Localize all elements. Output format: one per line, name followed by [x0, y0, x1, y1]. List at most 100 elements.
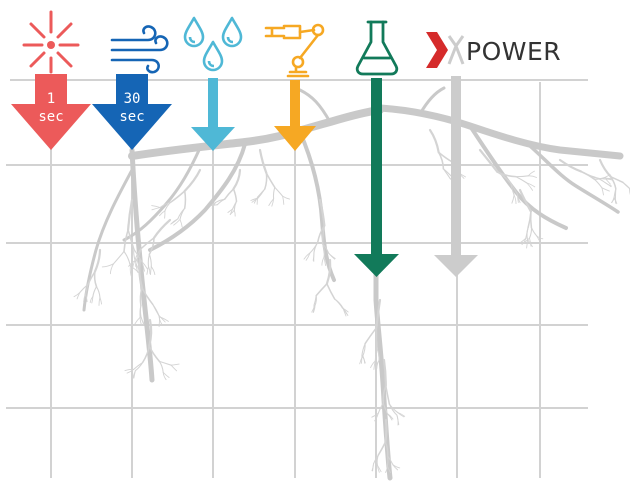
root-hair	[610, 176, 617, 190]
root-hair	[516, 193, 519, 203]
wind-arrow-head	[92, 104, 172, 150]
power-arrow	[434, 76, 478, 277]
water-arrow	[191, 78, 235, 151]
flask-arrow	[354, 78, 399, 277]
root-hair	[376, 464, 382, 473]
root-hair	[361, 355, 366, 364]
root-hair	[162, 371, 167, 381]
root-hair	[396, 414, 400, 425]
root-hair	[371, 463, 374, 472]
root-hair	[112, 250, 125, 265]
root-hair	[133, 248, 143, 262]
root-hair	[158, 316, 161, 328]
root-hair	[271, 198, 275, 207]
root-hair	[211, 204, 218, 206]
root-hair	[478, 148, 499, 173]
root-hair	[385, 465, 388, 473]
root-hair	[382, 402, 388, 415]
root-hair	[140, 316, 144, 325]
root-hair	[150, 266, 156, 276]
root-hair	[384, 418, 388, 444]
robot-arm-arrow-head	[274, 126, 316, 151]
root-hair	[594, 177, 606, 180]
root-hair	[132, 361, 144, 371]
root-branch	[129, 147, 155, 383]
sunburst-arrow-label-value: 1	[47, 91, 55, 107]
root-hair	[361, 343, 366, 357]
root-branch	[376, 104, 624, 160]
root-hair	[521, 237, 527, 245]
root-branch	[148, 142, 247, 252]
root-hair	[123, 228, 129, 253]
wind-arrow-shaft	[116, 74, 148, 106]
root-hair	[526, 239, 528, 249]
root-hair	[159, 201, 172, 209]
root-hair	[126, 369, 134, 374]
root-hair	[594, 176, 606, 184]
root-hair	[397, 412, 406, 417]
power-arrow-shaft	[451, 76, 461, 257]
root-branch	[298, 130, 336, 282]
root-hair	[388, 403, 399, 414]
root-hair	[377, 402, 384, 414]
root-hair	[151, 205, 161, 208]
root-hair	[321, 224, 326, 245]
root-hair	[141, 345, 150, 364]
root-hair	[158, 360, 164, 373]
flask-icon	[355, 20, 399, 76]
root-hair	[210, 201, 217, 207]
water-arrow-head	[191, 127, 235, 151]
root-hair	[375, 359, 380, 368]
root-hair	[428, 128, 440, 154]
root-hair	[325, 258, 332, 285]
root-hair	[527, 175, 538, 178]
root-hair	[386, 413, 393, 421]
root-hair	[303, 252, 311, 260]
root-hair	[601, 187, 604, 196]
root-hair	[132, 259, 136, 270]
root-hair	[76, 291, 81, 300]
root-hair	[139, 316, 143, 326]
root-hair	[151, 207, 161, 211]
sunburst-arrow: 1 sec	[11, 74, 91, 150]
root-hair	[536, 235, 544, 240]
root-hair	[92, 286, 98, 298]
root-hair	[515, 176, 528, 184]
root-hair	[342, 307, 349, 316]
root-hair	[384, 441, 389, 457]
water-drops-icon	[183, 16, 243, 72]
root-hair	[382, 385, 387, 404]
root-hair	[170, 364, 178, 372]
root-hair	[99, 296, 103, 305]
root-hair	[371, 412, 379, 418]
robot-arm-arrow	[274, 80, 316, 151]
root-hair	[377, 441, 387, 456]
root-hair	[89, 296, 94, 303]
root-hair	[141, 260, 148, 270]
root-hair	[127, 228, 135, 250]
root-hair	[511, 194, 515, 204]
power-brand: POWER	[426, 32, 561, 68]
root-hair	[604, 182, 612, 187]
root-hair	[605, 178, 611, 185]
root-hair	[370, 360, 376, 369]
root-hair	[526, 182, 536, 188]
root-hair	[127, 198, 134, 231]
root-hair	[375, 298, 382, 329]
root-hair	[527, 170, 535, 177]
root-hair	[150, 266, 152, 275]
root-hair	[518, 188, 532, 213]
root-hair	[604, 177, 612, 180]
root-hair	[515, 175, 529, 178]
root-hair	[376, 347, 380, 361]
root-hair	[148, 345, 161, 363]
root-hair	[437, 151, 445, 170]
root-hair	[93, 248, 102, 273]
root-hair	[232, 168, 242, 190]
root-hair	[257, 188, 266, 198]
root-hair	[148, 265, 151, 275]
root-hair	[272, 186, 276, 200]
root-hair	[315, 283, 328, 297]
root-hair	[159, 210, 166, 217]
